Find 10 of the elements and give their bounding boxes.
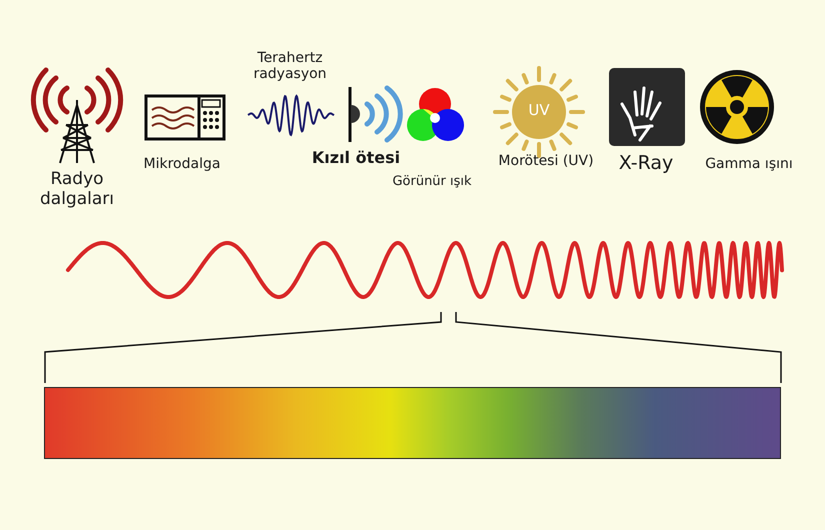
band-label: Mikrodalga (142, 156, 222, 172)
band-label: Terahertz radyasyon (252, 50, 328, 82)
band-label: Görünür ışık (391, 175, 473, 190)
band-label: Morötesi (UV) (497, 153, 595, 170)
icon-label: UV (527, 102, 551, 120)
band-label: Kızıl ötesi (310, 149, 402, 168)
spectrum-bar (44, 387, 781, 459)
band-label: Radyo dalgaları (39, 170, 115, 210)
band-label: X-Ray (618, 153, 674, 175)
band-label: Gamma ışını (704, 156, 794, 172)
